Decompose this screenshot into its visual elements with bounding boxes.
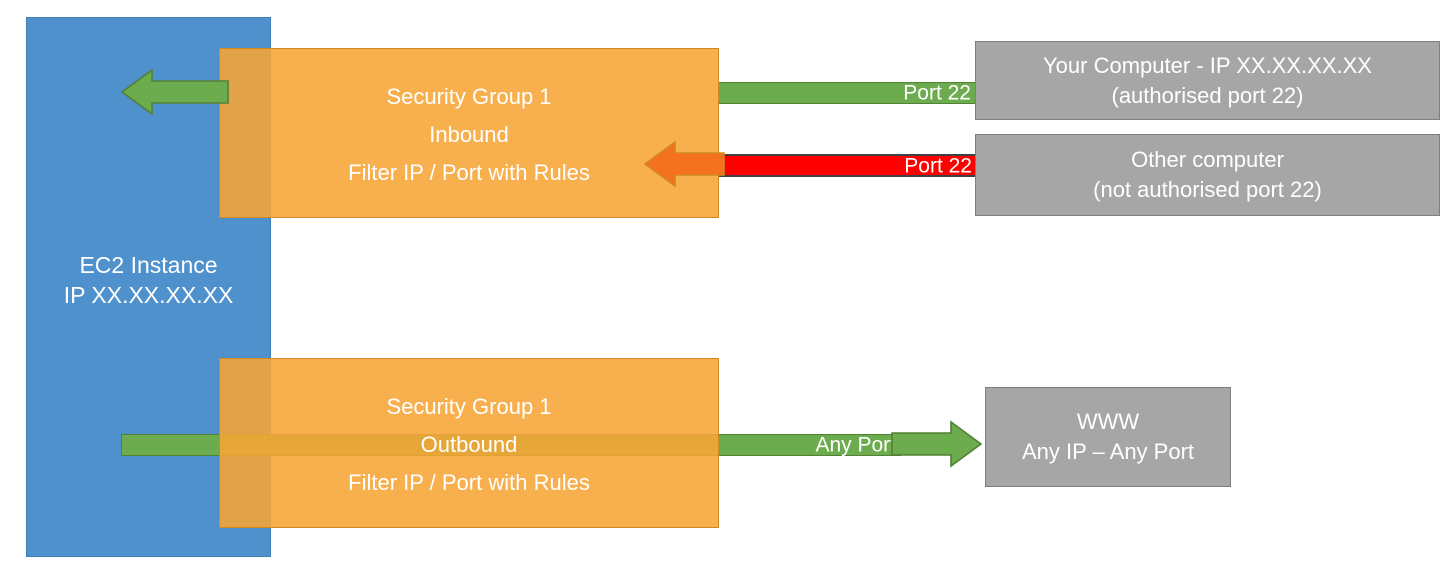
endpoint-other-computer-box: Other computer (not authorised port 22) bbox=[975, 134, 1440, 216]
inbound-allowed-port-label: Port 22 bbox=[903, 81, 971, 105]
allowed-traffic-arrow-icon bbox=[120, 68, 229, 116]
inbound-blocked-port-label: Port 22 bbox=[904, 154, 972, 177]
inbound-allowed-connection-bar: Port 22 bbox=[718, 82, 976, 104]
endpoint-other-computer-label: Other computer (not authorised port 22) bbox=[1093, 147, 1322, 202]
endpoint-your-computer-label: Your Computer - IP XX.XX.XX.XX (authoris… bbox=[1043, 52, 1372, 108]
endpoint-www-label: WWW Any IP – Any Port bbox=[1021, 409, 1195, 464]
outbound-port-label: Any Port bbox=[815, 433, 896, 457]
endpoint-www-box: WWW Any IP – Any Port bbox=[985, 387, 1231, 487]
outbound-traffic-arrow-icon bbox=[891, 420, 983, 468]
blocked-traffic-arrow-icon bbox=[643, 140, 725, 188]
security-group-outbound-box bbox=[219, 358, 719, 528]
endpoint-your-computer-box: Your Computer - IP XX.XX.XX.XX (authoris… bbox=[975, 41, 1440, 120]
inbound-blocked-connection-bar: Port 22 bbox=[718, 154, 976, 177]
security-group-inbound-box bbox=[219, 48, 719, 218]
